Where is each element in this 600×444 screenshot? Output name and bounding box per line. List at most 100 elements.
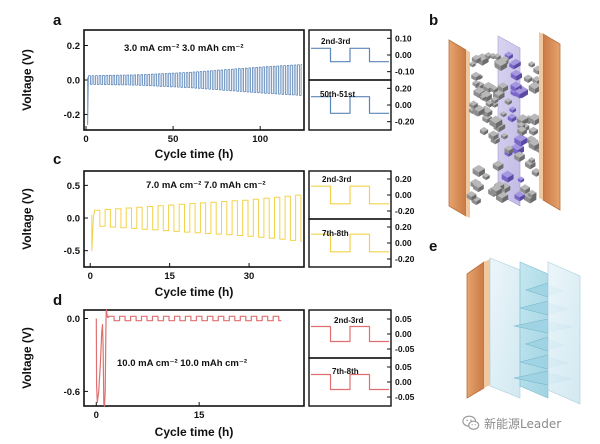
x-tick-label: 15	[194, 410, 205, 421]
y-tick-label: 0.0	[67, 314, 80, 325]
panel-a-inset-bottom: -0.200.000.20 50th-51st	[308, 79, 415, 131]
voltage-trace	[91, 194, 302, 252]
voltage-trace	[311, 325, 389, 343]
y-tick-label: 0.20	[395, 174, 412, 184]
panel-label-d: d	[53, 292, 62, 309]
axis-ticks: -0.050.000.05	[387, 314, 415, 354]
particle	[482, 172, 490, 181]
y-tick-label: 0.00	[395, 329, 412, 339]
y-tick-label: -0.6	[64, 387, 80, 398]
particle	[510, 69, 522, 81]
x-tick-label: 30	[244, 271, 255, 282]
particle	[514, 151, 525, 162]
glass-sheet-left	[489, 257, 521, 399]
x-tick-label: 50	[168, 134, 179, 145]
particle	[493, 53, 501, 61]
particle	[523, 74, 533, 83]
particle	[469, 100, 478, 109]
particle-cluster	[466, 51, 546, 206]
axis-ticks: -0.20 0.00 0.20	[387, 222, 415, 264]
y-tick-label: 0.00	[395, 377, 412, 387]
y-tick-label: -0.20	[395, 117, 415, 127]
plot-frame	[83, 170, 305, 268]
y-tick-label: 0.0	[67, 214, 80, 225]
x-tick-label: 0	[88, 271, 93, 282]
particle	[528, 139, 541, 151]
voltage-trace	[311, 233, 389, 253]
particle	[472, 164, 485, 178]
voltage-trace	[87, 64, 302, 126]
axis-ticks: -0.050.000.05	[387, 362, 415, 402]
y-tick-label: -0.5	[64, 246, 81, 257]
right-copper-electrode	[542, 33, 561, 211]
y-tick-label: -0.20	[395, 254, 415, 264]
current-annotation: 10.0 mA cm⁻² 10.0 mAh cm⁻²	[117, 358, 247, 369]
axis-ticks: -0.200.000.20	[387, 174, 415, 216]
particle	[472, 80, 480, 88]
y-tick-label: 0.2	[67, 41, 80, 52]
particle	[500, 111, 507, 118]
y-tick-label: 0.05	[395, 362, 412, 372]
particle	[479, 127, 489, 136]
particle	[490, 184, 503, 197]
particle	[497, 82, 509, 93]
voltage-trace	[311, 373, 389, 391]
x-axis-label: Cycle time (h)	[155, 147, 234, 161]
particle	[517, 176, 525, 183]
axis-ticks: -0.100.000.10	[387, 33, 415, 77]
particle	[490, 85, 498, 94]
current-annotation: 3.0 mA cm⁻² 3.0 mAh cm⁻²	[124, 43, 244, 54]
right-copper-electrode-face	[539, 32, 543, 200]
panel-d-inset-bottom: -0.050.000.05 7th-8th	[308, 357, 415, 407]
x-tick-label: 100	[252, 134, 268, 145]
schematic-b-particle-cell	[448, 32, 561, 218]
panel-label-c: c	[53, 151, 61, 168]
y-tick-label: 0.00	[395, 100, 412, 110]
panel-label-a: a	[53, 12, 62, 29]
particle	[514, 191, 525, 202]
y-tick-label: -0.10	[395, 67, 415, 77]
y-tick-label: 0.10	[395, 33, 412, 43]
y-axis-label: Voltage (V)	[20, 49, 34, 111]
y-tick-label: -0.2	[64, 110, 80, 121]
panel-a-inset-top: -0.100.000.10 2nd-3rd	[308, 29, 415, 81]
particle	[466, 191, 477, 201]
panel-c-inset-bottom: -0.20 0.00 0.20 7th-8th	[308, 218, 415, 268]
particle	[504, 98, 512, 106]
particle	[471, 54, 481, 64]
schematic-e-dendrite-cell	[466, 257, 581, 405]
plot-frame	[83, 309, 305, 407]
panel-label-e: e	[429, 238, 437, 255]
cycle-range-label: 7th-8th	[322, 229, 349, 238]
particle	[469, 61, 476, 68]
cycle-range-label: 2nd-3rd	[334, 316, 363, 325]
particle	[473, 181, 484, 193]
particle	[528, 126, 538, 136]
y-tick-label: 0.00	[395, 238, 412, 248]
x-axis-label: Cycle time (h)	[155, 425, 234, 439]
particle	[492, 160, 504, 172]
panel-d-inset-top: -0.050.000.05 2nd-3rd	[308, 309, 415, 359]
panel-label-b: b	[429, 12, 438, 29]
particle	[491, 96, 499, 104]
y-tick-label: 0.00	[395, 190, 412, 200]
y-tick-label: 0.20	[395, 222, 412, 232]
particle	[507, 113, 517, 123]
x-axis-label: Cycle time (h)	[155, 285, 234, 299]
particle	[504, 145, 514, 155]
glass-sheet-right	[547, 261, 581, 405]
current-annotation: 7.0 mA cm⁻² 7.0 mAh cm⁻²	[146, 180, 266, 191]
particle	[517, 126, 527, 136]
x-tick-label: 0	[83, 134, 88, 145]
cycle-range-label: 50th-51st	[320, 90, 355, 99]
particle	[527, 189, 537, 199]
left-copper-electrode	[448, 39, 467, 217]
voltage-trace	[311, 47, 389, 63]
y-tick-label: 0.05	[395, 314, 412, 324]
left-copper-electrode-face	[484, 259, 490, 388]
particle	[528, 61, 535, 68]
